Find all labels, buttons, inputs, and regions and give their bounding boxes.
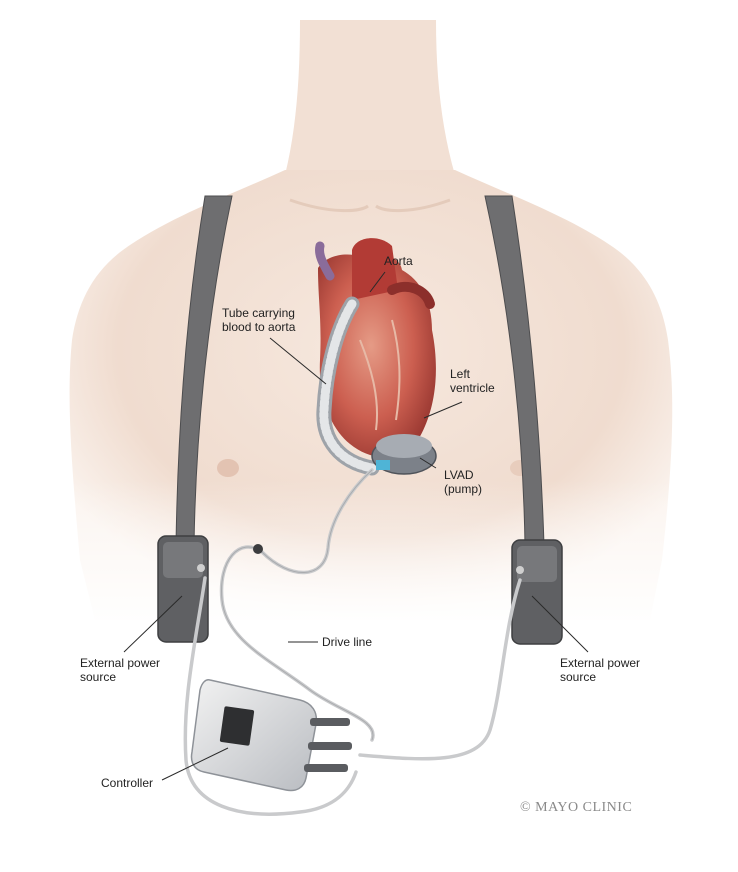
leader-tube bbox=[269, 337, 327, 385]
drive-line-outline bbox=[221, 469, 374, 741]
label-left-ventricle: Left ventricle bbox=[450, 367, 495, 395]
battery-right bbox=[511, 539, 563, 645]
drive-line-exit bbox=[253, 544, 263, 554]
label-controller: Controller bbox=[101, 776, 154, 790]
leader-controller bbox=[161, 747, 229, 781]
label-external-power-left: External power source bbox=[80, 656, 161, 684]
outflow-tube bbox=[316, 296, 380, 476]
leader-left-ventricle bbox=[423, 401, 463, 419]
label-aorta: Aorta bbox=[384, 254, 413, 268]
battery-left bbox=[157, 535, 209, 643]
leader-aorta bbox=[369, 271, 386, 293]
label-lvad-pump: LVAD (pump) bbox=[444, 468, 483, 496]
lvad-pump bbox=[371, 434, 437, 475]
credit-mayo-clinic: © MAYO CLINIC bbox=[520, 800, 633, 815]
leader-lines bbox=[123, 271, 589, 781]
leader-lvad bbox=[419, 457, 437, 469]
label-tube-to-aorta: Tube carrying blood to aorta bbox=[222, 306, 296, 334]
leader-power-left bbox=[123, 595, 183, 653]
label-external-power-right: External power source bbox=[560, 656, 641, 684]
controller-device bbox=[190, 679, 352, 792]
label-drive-line: Drive line bbox=[322, 635, 373, 649]
leader-power-right bbox=[531, 595, 589, 653]
